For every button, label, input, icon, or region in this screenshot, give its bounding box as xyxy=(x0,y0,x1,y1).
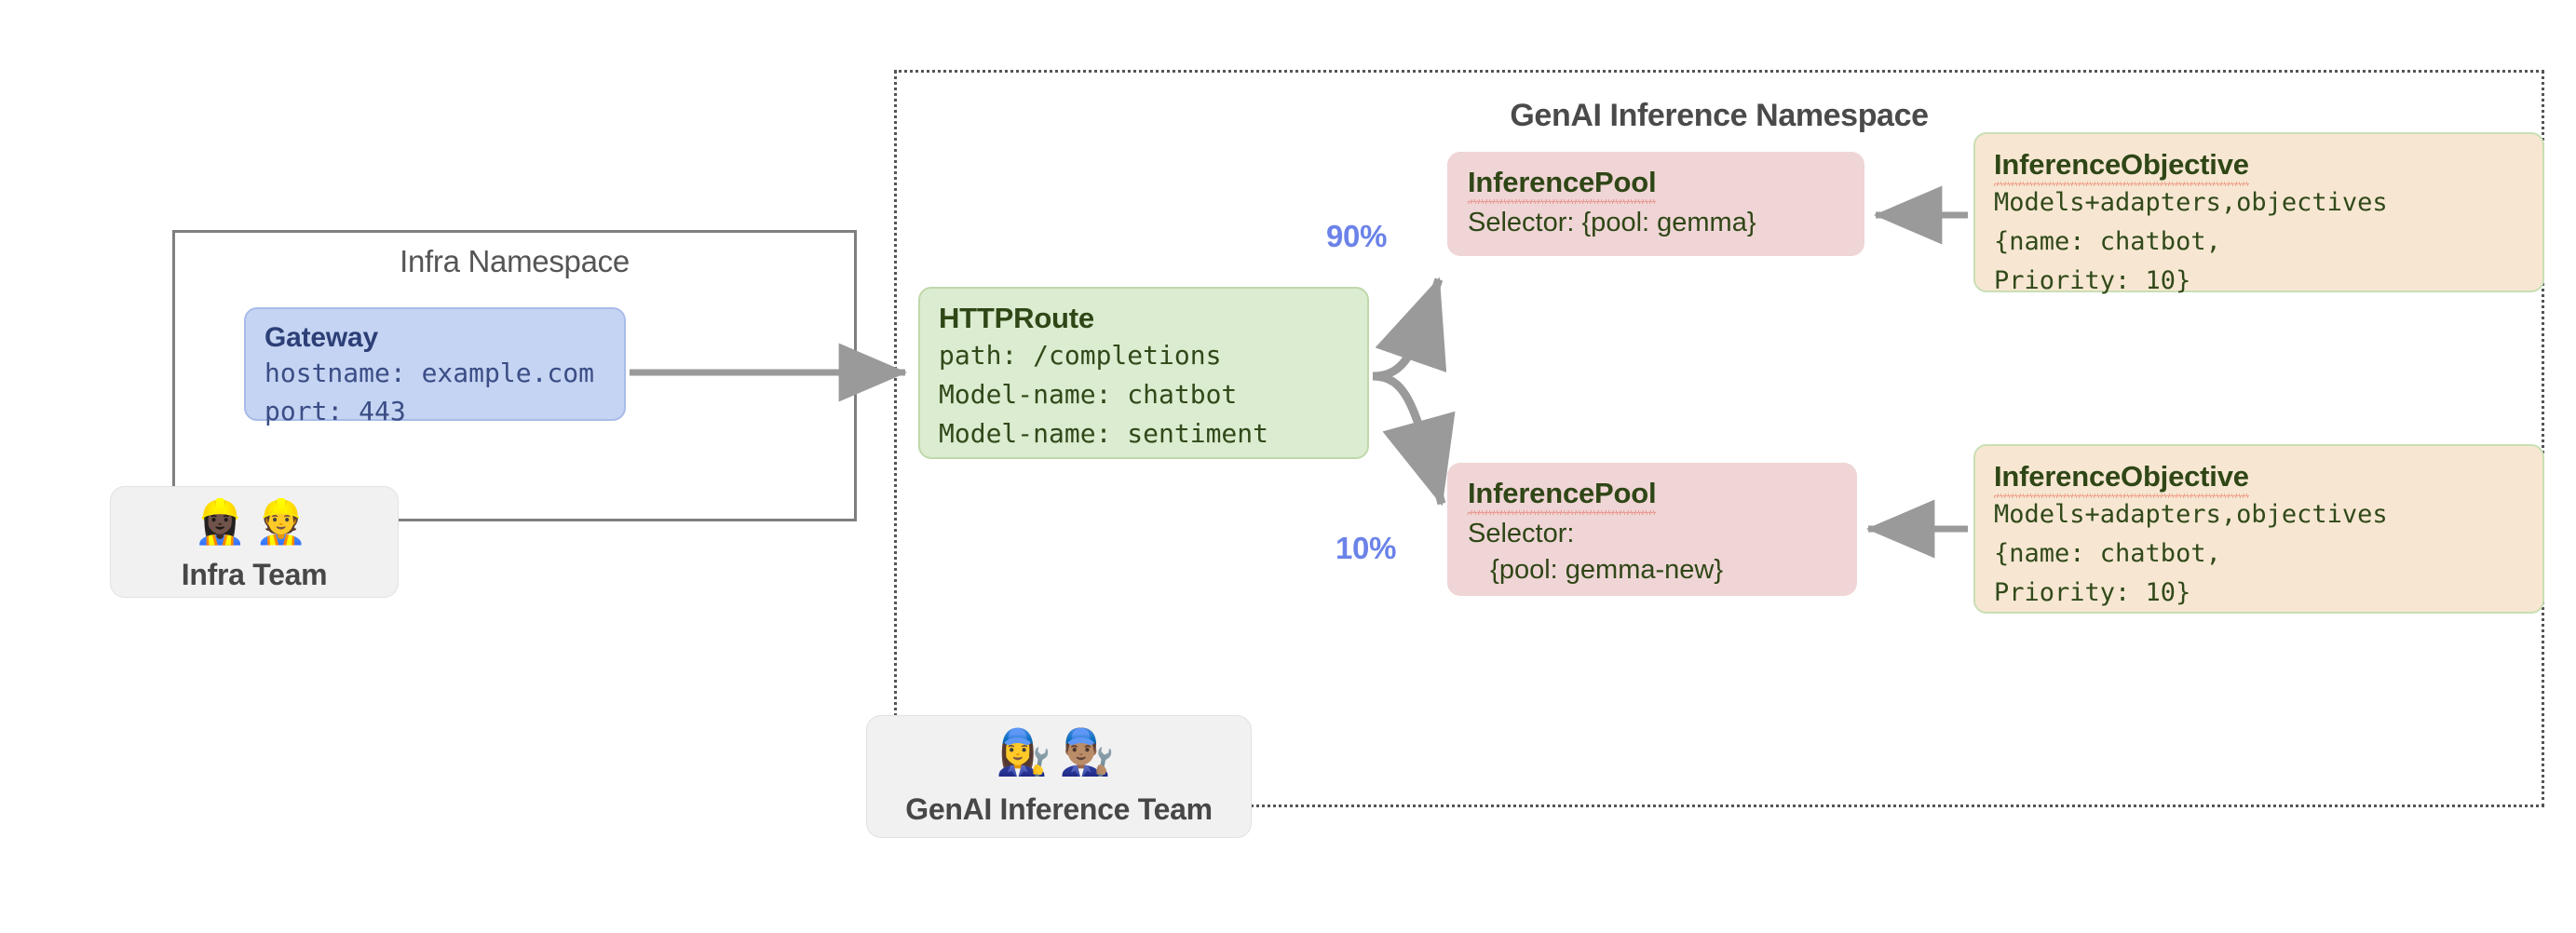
gateway-node[interactable]: Gateway hostname: example.com port: 443 xyxy=(244,307,626,426)
inferenceobjective-bottom-line2: {name: chatbot, xyxy=(1994,539,2221,569)
inferenceobjective-top-line3: Priority: 10} xyxy=(1994,266,2191,296)
mechanic-icon-1: 👩‍🔧 xyxy=(996,728,1059,778)
inferenceobjective-bottom-line1: Models+adapters,objectives xyxy=(1994,500,2388,530)
infra-team-avatars: 👷🏿‍♀️👷 xyxy=(111,487,398,554)
inferenceobjective-top-title-text: InferenceObjective xyxy=(1994,148,2249,187)
inferencepool-gemma-new-title-text: InferencePool xyxy=(1468,477,1657,516)
infra-team-badge[interactable]: 👷🏿‍♀️👷 Infra Team xyxy=(110,486,399,598)
inferenceobjective-bottom-node[interactable]: InferenceObjective Models+adapters,objec… xyxy=(1973,444,2544,614)
genai-team-label: GenAI Inference Team xyxy=(905,792,1213,826)
inferenceobjective-top-title: InferenceObjective xyxy=(1994,147,2542,187)
httproute-model-sentiment: Model-name: sentiment xyxy=(939,418,1269,450)
inferenceobjective-bottom-title: InferenceObjective xyxy=(1994,459,2542,499)
inferenceobjective-bottom-title-text: InferenceObjective xyxy=(1994,460,2249,499)
httproute-path: path: /completions xyxy=(939,340,1222,372)
gateway-port: port: 443 xyxy=(264,396,406,427)
inferencepool-gemma-new-selector-value: {pool: gemma-new} xyxy=(1468,555,1724,586)
gateway-hostname: hostname: example.com xyxy=(264,358,595,389)
genai-team-avatars: 👩‍🔧👨🏽‍🔧 xyxy=(867,716,1251,789)
inferencepool-gemma-title-text: InferencePool xyxy=(1468,166,1657,205)
genai-namespace-title: GenAI Inference Namespace xyxy=(1510,98,1929,133)
construction-worker-icon-1: 👷🏿‍♀️ xyxy=(193,497,254,546)
inferencepool-gemma-node[interactable]: InferencePool Selector: {pool: gemma} xyxy=(1447,152,1864,256)
traffic-weight-primary: 90% xyxy=(1326,219,1388,253)
gateway-title: Gateway xyxy=(264,322,378,353)
mechanic-icon-2: 👨🏽‍🔧 xyxy=(1059,728,1122,778)
infra-team-label: Infra Team xyxy=(181,558,328,591)
inferencepool-gemma-selector: Selector: {pool: gemma} xyxy=(1468,208,1756,238)
inferenceobjective-top-line1: Models+adapters,objectives xyxy=(1994,188,2388,218)
httproute-title: HTTPRoute xyxy=(939,302,1094,334)
inferenceobjective-bottom-line3: Priority: 10} xyxy=(1994,578,2191,608)
inferencepool-gemma-title: InferencePool xyxy=(1468,165,1864,205)
inferencepool-gemma-new-selector-label: Selector: xyxy=(1468,519,1575,549)
inferenceobjective-top-line2: {name: chatbot, xyxy=(1994,227,2221,257)
genai-namespace-container xyxy=(894,70,2544,807)
inferencepool-gemma-new-node[interactable]: InferencePool Selector: {pool: gemma-new… xyxy=(1447,463,1857,596)
httproute-model-chatbot: Model-name: chatbot xyxy=(939,379,1238,411)
httproute-node[interactable]: HTTPRoute path: /completions Model-name:… xyxy=(918,287,1369,459)
inferenceobjective-top-node[interactable]: InferenceObjective Models+adapters,objec… xyxy=(1973,132,2544,295)
inferencepool-gemma-new-title: InferencePool xyxy=(1468,476,1857,516)
genai-team-badge[interactable]: 👩‍🔧👨🏽‍🔧 GenAI Inference Team xyxy=(866,715,1252,838)
infra-namespace-title: Infra Namespace xyxy=(400,244,630,278)
construction-worker-icon-2: 👷 xyxy=(254,497,316,546)
traffic-weight-canary: 10% xyxy=(1335,531,1397,565)
